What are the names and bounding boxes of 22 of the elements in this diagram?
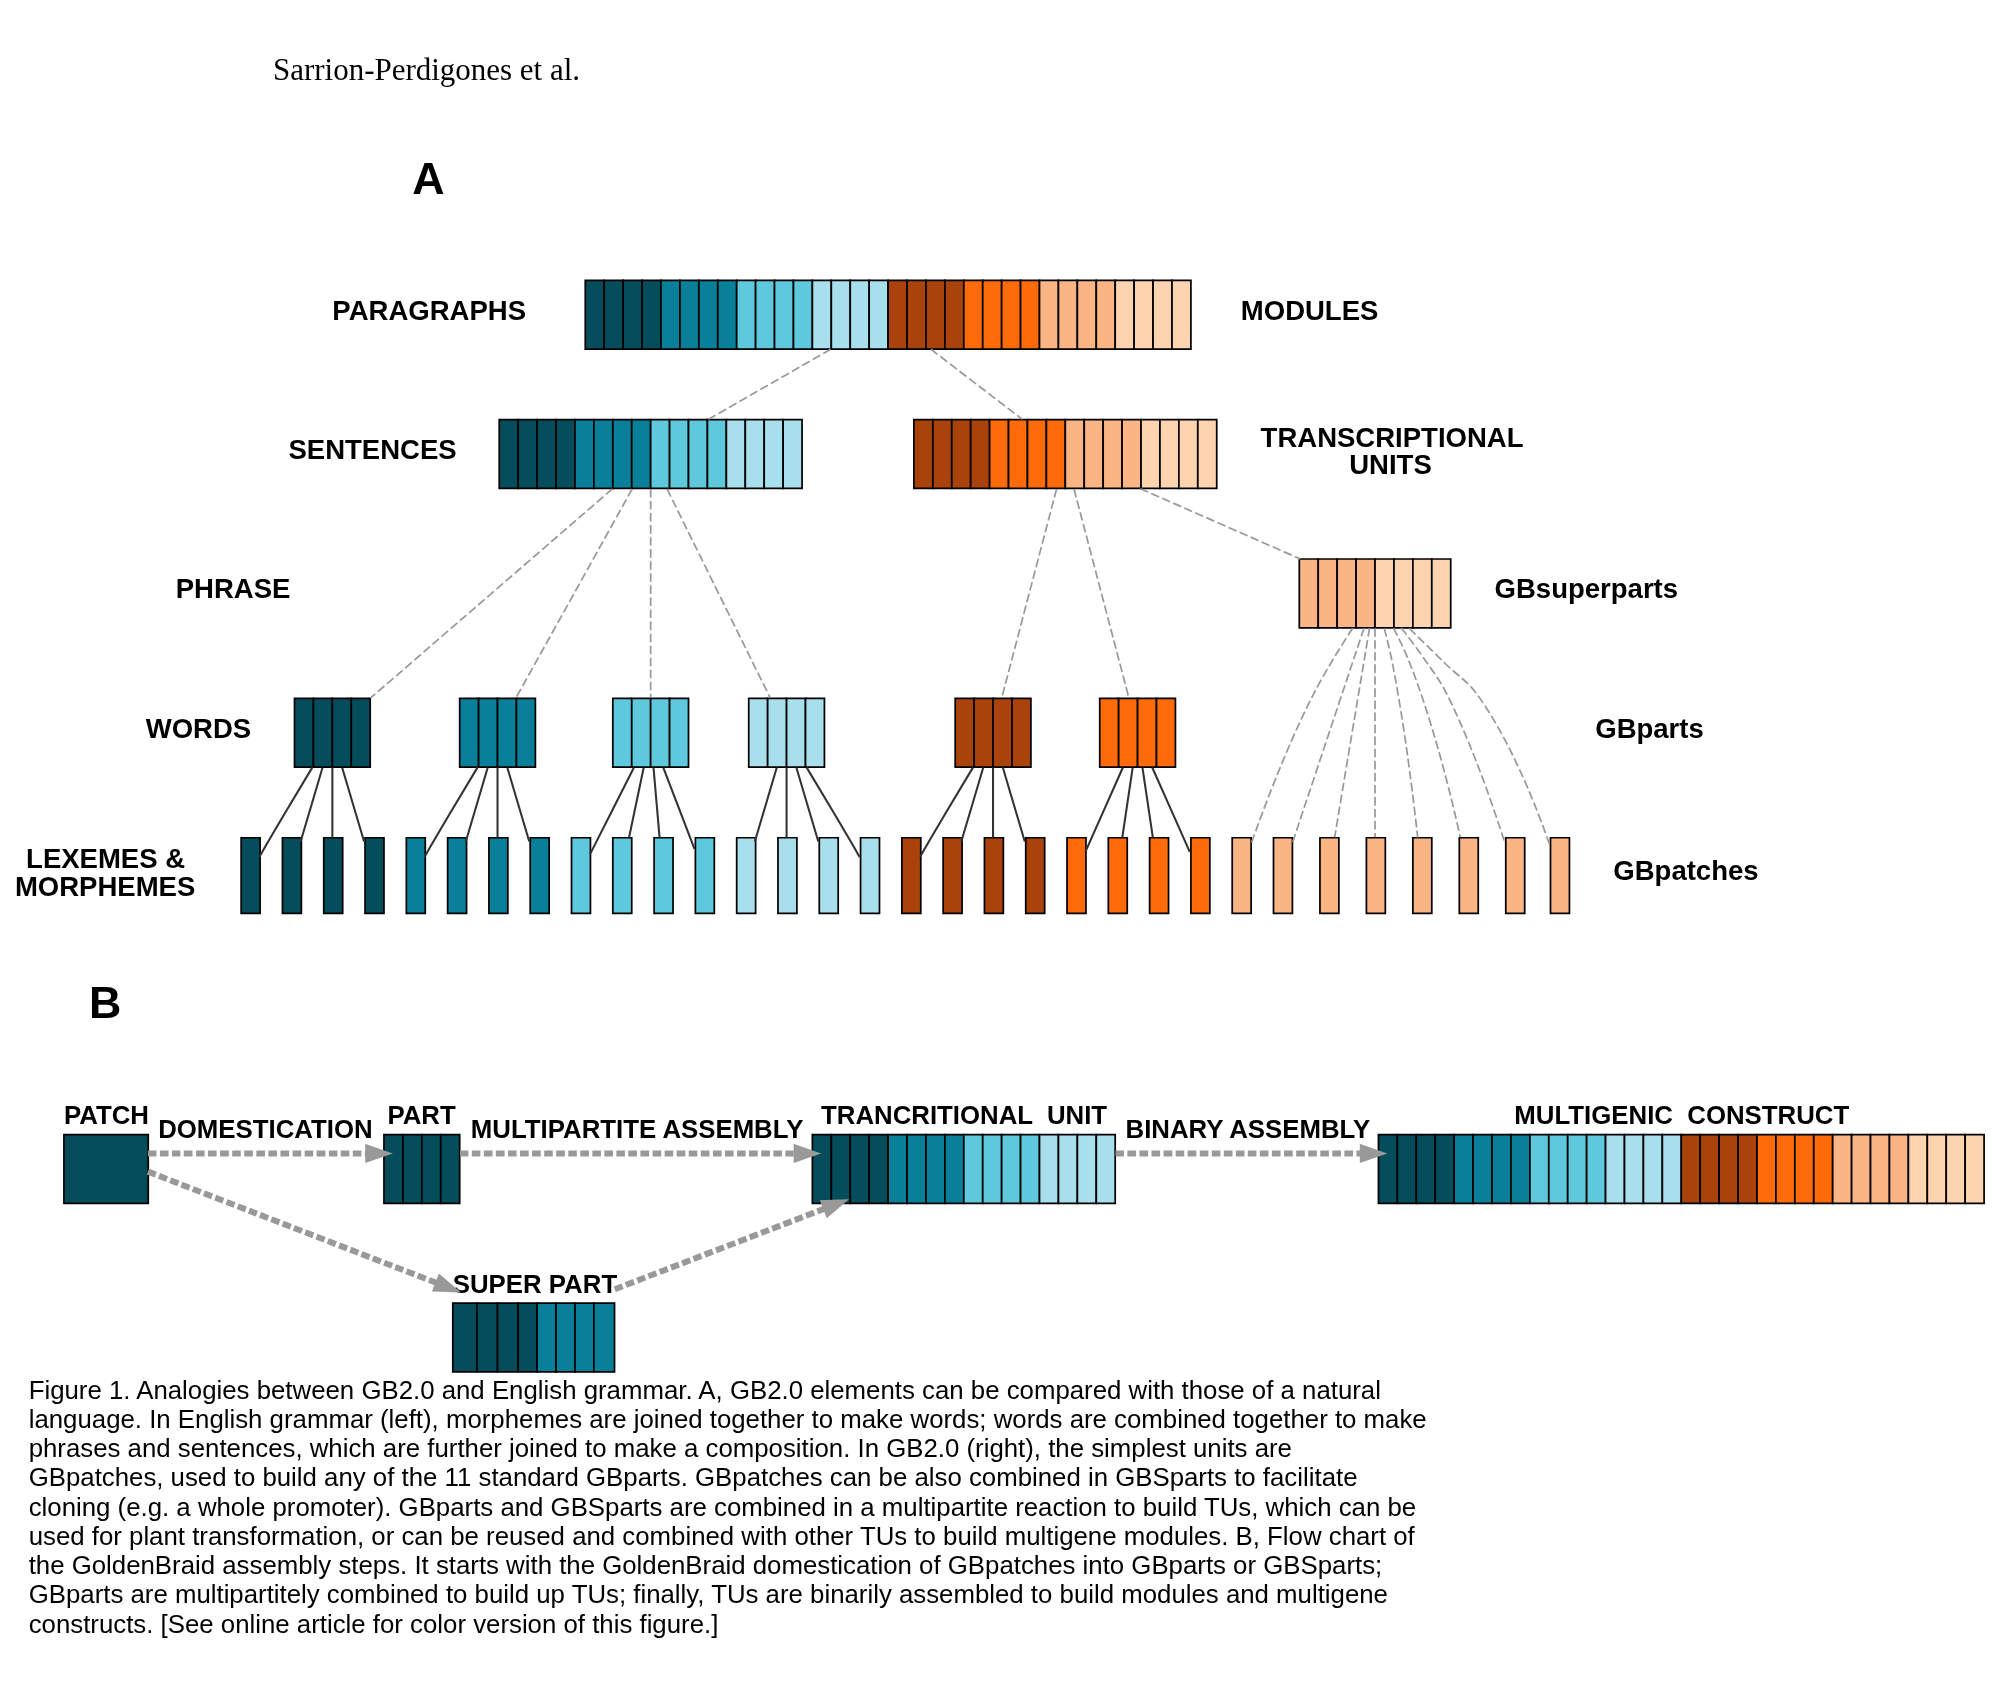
label: GBparts [1595, 712, 1704, 744]
node-label: SUPER PART [452, 1269, 618, 1298]
label: B [88, 978, 122, 1028]
label: PHRASE [175, 573, 291, 605]
edge-label: DOMESTICATION [158, 1114, 373, 1143]
node-label: PART [387, 1101, 456, 1130]
edge-label: MULTIPARTITE ASSEMBLY [470, 1114, 804, 1143]
label: TRANSCRIPTIONAL UNITS [1260, 421, 1524, 481]
label: WORDS [145, 712, 252, 744]
label: Sarrion-Perdigones et al. [272, 51, 581, 87]
caption: Figure 1. Analogies between GB2.0 and English grammar. A, GB2.0 elements can be compared with those of a natural language. In English grammar (left), morphemes are joined together to make words; words are combined together to make phrases and sentences, which are further joined to make a composition. In GB2.0 (right), the simplest units are GBpatches, used to build any of the 11 standard GBparts. GBpatches can be also combined in GBSparts to facilitate cloning (e.g. a whole promoter). GBparts and GBSparts are combined in a multipartite reaction to build TUs, which can be used for plant transformation, or can be reused and combined with other TUs to build multigene modules. B, Flow chart of the GoldenBraid assembly steps. It starts with the GoldenBraid domestication of GBpatches into GBparts or GBSparts; GBparts are multipartitely combined to build up TUs; finally, TUs are binarily assembled to build modules and multigene constructs. [See online article for color version of this figure.] [28, 1375, 1427, 1638]
label: A [412, 153, 445, 203]
label: SENTENCES [288, 433, 457, 465]
node-label: PATCH [63, 1101, 149, 1130]
label: PARAGRAPHS [332, 294, 527, 326]
node-label: MULTIGENIC CONSTRUCT [1514, 1101, 1850, 1130]
label: LEXEMES & MORPHEMES [14, 843, 196, 902]
label: GBsuperparts [1494, 573, 1679, 605]
edge-label: BINARY ASSEMBLY [1125, 1114, 1371, 1143]
label: GBpatches [1613, 855, 1759, 887]
label: MODULES [1240, 294, 1379, 326]
node-label: TRANCRITIONAL UNIT [820, 1101, 1108, 1130]
